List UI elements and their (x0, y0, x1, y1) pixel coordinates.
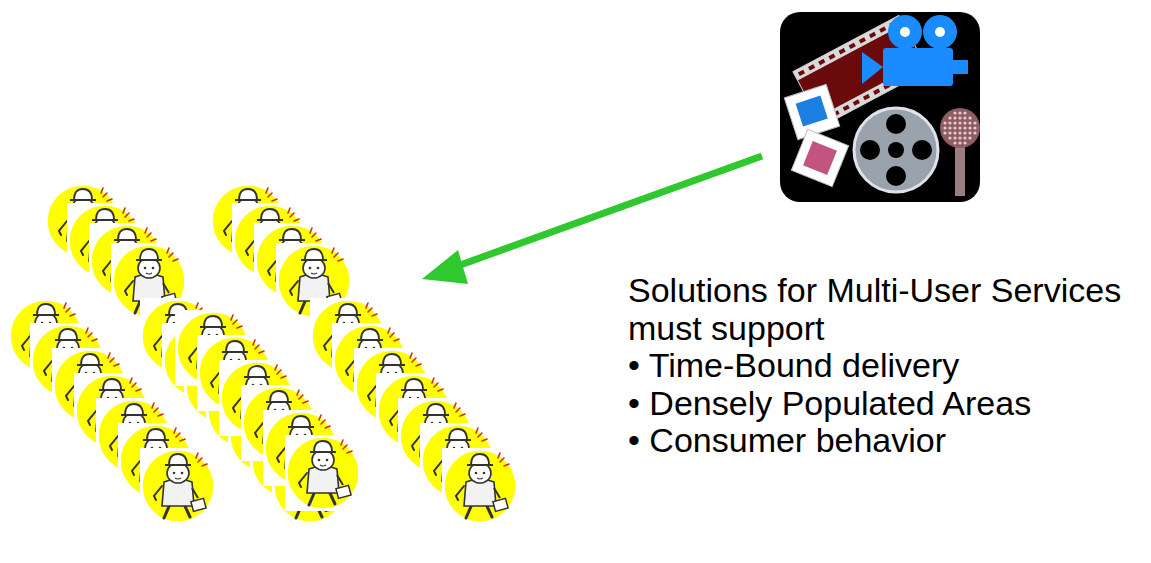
bullet-text: • Time-Bound delivery (628, 347, 1144, 385)
text-column: Solutions for Multi-User Services must s… (628, 272, 1144, 460)
bullet-text: • Densely Populated Areas (628, 385, 1144, 423)
delivery-arrow (422, 156, 762, 284)
user-icon (285, 435, 361, 511)
user-icon (442, 448, 518, 524)
bullet-text: • Consumer behavior (628, 422, 1144, 460)
user-crowd (8, 183, 518, 524)
multimedia-icon (780, 12, 980, 202)
user-icon (140, 448, 216, 524)
heading-text: Solutions for Multi-User Services must s… (628, 272, 1144, 347)
